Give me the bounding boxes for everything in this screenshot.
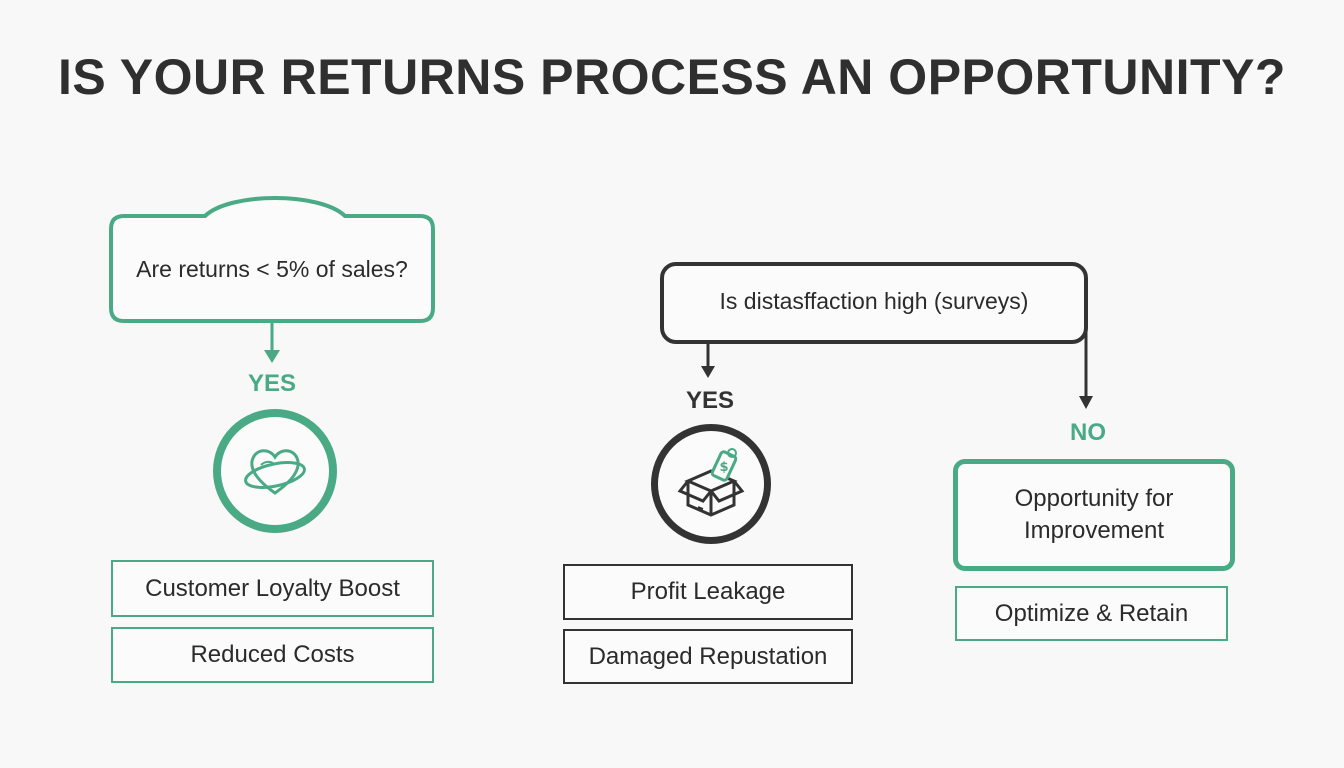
left-yes-label: YES [247,370,297,397]
left-yes-arrowhead [264,350,280,363]
right-yes-label: YES [685,387,735,414]
right-no-outcome: Opportunity for Improvement [953,459,1235,571]
right-no-action: Optimize & Retain [955,586,1228,641]
right-no-arrowhead [1079,396,1093,409]
left-result-2: Reduced Costs [111,627,434,683]
right-no-label: NO [1070,419,1106,446]
right-yes-result-1: Profit Leakage [563,564,853,620]
box-money-icon: $ [677,448,745,517]
right-no-outcome-text: Opportunity for Improvement [1014,484,1174,544]
right-question-text: Is distasffaction high (surveys) [719,288,1029,314]
left-question-text: Are returns < 5% of sales? [136,256,408,282]
page-title: IS YOUR RETURNS PROCESS AN OPPORTUNITY? [58,49,1286,105]
left-decision-shape [109,196,435,323]
left-result-1: Customer Loyalty Boost [111,560,434,617]
right-yes-icon-ring: $ [651,424,771,544]
left-outcome-icon-ring [213,409,337,533]
right-yes-result-2: Damaged Repustation [563,629,853,684]
right-decision-shape [660,262,1088,344]
svg-text:$: $ [719,460,728,475]
heart-ring-icon [244,449,306,495]
right-yes-arrowhead [701,366,715,378]
